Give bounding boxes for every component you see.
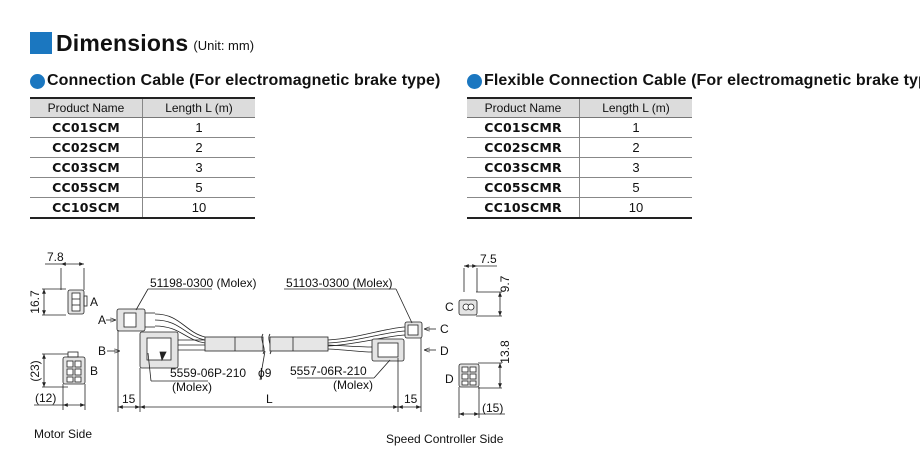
length-cell: 10 [579, 197, 692, 219]
speed-controller-side-caption: Speed Controller Side [386, 432, 504, 446]
connection-cable-section: Connection Cable (For electromagnetic br… [30, 71, 440, 219]
length-cell: 3 [579, 157, 692, 178]
connector-b-maker: (Molex) [172, 380, 212, 394]
motor-side-caption: Motor Side [34, 427, 92, 441]
dim-d-height: 13.8 [498, 340, 512, 364]
side-label-d: D [445, 372, 454, 386]
bullet-icon [30, 73, 45, 89]
product-name-cell: CC01SCM [30, 117, 143, 138]
length-cell: 1 [579, 117, 692, 138]
product-name-cell: CC02SCM [30, 137, 143, 158]
length-cell: 10 [142, 197, 255, 219]
dim-c-height: 9.7 [498, 275, 512, 292]
dim-b-height: (23) [28, 360, 42, 381]
heading-title: Dimensions [56, 30, 189, 56]
column-header-length: Length L (m) [579, 97, 692, 118]
column-header-product-name: Product Name [467, 97, 580, 118]
length-cell: 5 [579, 177, 692, 198]
product-name-cell: CC10SCMR [467, 197, 580, 219]
dim-d-width: (15) [482, 401, 503, 415]
flexible-cable-section: Flexible Connection Cable (For electroma… [467, 71, 920, 219]
bullet-icon [467, 73, 482, 89]
side-label-b: B [90, 364, 98, 378]
dim-right-15: 15 [404, 392, 418, 406]
side-label-c: C [445, 300, 454, 314]
heading-unit: (Unit: mm) [193, 38, 255, 53]
arrow-label-d: D [440, 344, 449, 358]
product-name-cell: CC10SCM [30, 197, 143, 219]
product-name-cell: CC02SCMR [467, 137, 580, 158]
connector-d-maker: (Molex) [333, 378, 373, 392]
dim-a-height: 16.7 [28, 290, 42, 314]
length-cell: 2 [142, 137, 255, 158]
product-name-cell: CC01SCMR [467, 117, 580, 138]
arrow-label-b: B [98, 344, 106, 358]
length-cell: 5 [142, 177, 255, 198]
connection-cable-title: Connection Cable (For electromagnetic br… [30, 71, 440, 91]
dim-a-width: 7.8 [47, 250, 64, 264]
dim-c-width: 7.5 [480, 252, 497, 266]
length-cell: 3 [142, 157, 255, 178]
dim-length-l: L [266, 392, 273, 406]
product-name-cell: CC05SCM [30, 177, 143, 198]
connector-c-part: 51103-0300 (Molex) [286, 276, 393, 290]
product-name-cell: CC03SCM [30, 157, 143, 178]
arrow-label-a: A [98, 313, 106, 327]
side-label-a: A [90, 295, 98, 309]
heading-square-icon [30, 32, 52, 54]
length-cell: 2 [579, 137, 692, 158]
dim-b-width: (12) [35, 391, 56, 405]
flexible-cable-title: Flexible Connection Cable (For electroma… [467, 71, 920, 91]
section-heading: Dimensions (Unit: mm) [30, 28, 255, 56]
connector-d-part: 5557-06R-210 [290, 364, 367, 378]
product-name-cell: CC03SCMR [467, 157, 580, 178]
length-cell: 1 [142, 117, 255, 138]
connector-b-part: 5559-06P-210 [170, 366, 246, 380]
column-header-product-name: Product Name [30, 97, 143, 118]
product-name-cell: CC05SCMR [467, 177, 580, 198]
connector-a-part: 51198-0300 (Molex) [150, 276, 257, 290]
dim-left-15: 15 [122, 392, 136, 406]
cable-diameter: ϕ9 [258, 366, 272, 380]
column-header-length: Length L (m) [142, 97, 255, 118]
arrow-label-c: C [440, 322, 449, 336]
